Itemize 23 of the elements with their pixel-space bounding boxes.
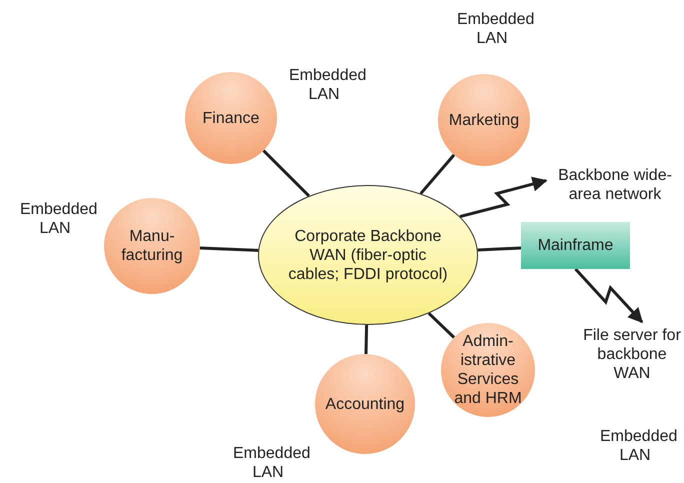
node-label: Corporate Backbone WAN (fiber-optic cables; FDDI protocol) <box>287 226 449 284</box>
connector-line <box>420 154 456 195</box>
node-label: Admin- istrative Services and HRM <box>453 332 523 408</box>
node-label: Manu- facturing <box>120 227 184 265</box>
connector-line <box>200 246 258 252</box>
connector-line <box>478 246 522 252</box>
mainframe-box <box>521 222 630 269</box>
node-label: Accounting <box>325 394 405 414</box>
node-label: Finance <box>202 108 260 128</box>
server-label: File server for backbone WAN <box>582 326 682 382</box>
arrow <box>460 176 548 218</box>
caption-label: Embedded LAN <box>232 444 312 482</box>
caption-label: Embedded LAN <box>19 200 98 238</box>
node-label: Marketing <box>448 110 520 130</box>
connector-line <box>364 324 368 354</box>
caption-label: Embedded LAN <box>599 427 678 465</box>
connector-line <box>428 312 456 339</box>
caption-label: Embedded LAN <box>288 66 368 104</box>
node-label: Mainframe <box>538 236 614 255</box>
network-label: Backbone wide- area network <box>557 166 673 204</box>
connector-line <box>262 149 310 197</box>
arrow <box>574 268 644 324</box>
caption-label: Embedded LAN <box>456 10 536 48</box>
